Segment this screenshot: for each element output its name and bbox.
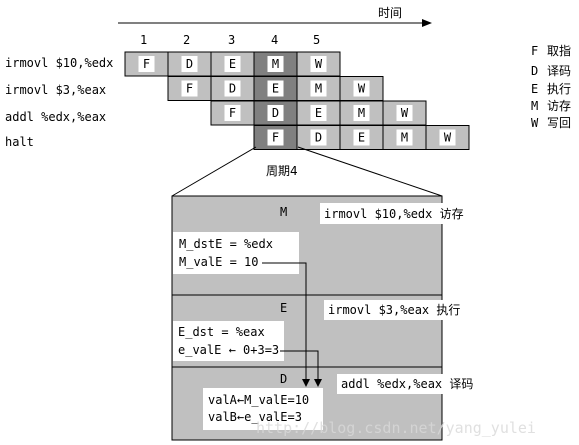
decode-stage-tag: addl %edx,%eax 译码	[341, 377, 473, 391]
legend-desc-W: 写回	[547, 116, 571, 130]
stage-label-box	[353, 129, 370, 146]
memory-stage-tag-box	[320, 203, 468, 224]
stage-label-box	[224, 56, 241, 72]
decode-stage-letter: D	[280, 372, 287, 386]
cycle-label: 周期4	[266, 164, 298, 178]
stage-label: E	[272, 82, 279, 96]
stage-label-box	[310, 80, 327, 97]
memory-stage-box	[173, 232, 299, 274]
stage-label-box	[267, 105, 284, 121]
stage-label-box	[396, 105, 413, 121]
stage-label-box	[267, 129, 284, 146]
cycle-tick-2: 2	[183, 33, 190, 47]
stage-label: F	[229, 106, 236, 120]
decode-stage-line: valA←M_valE=10	[208, 393, 309, 407]
execute-stage-line: e_valE ← 0+3=3	[178, 343, 279, 357]
stage-label-box	[396, 129, 413, 146]
instruction-label: irmovl $3,%eax	[5, 83, 106, 97]
time-axis: 时间 1 2 3 4 5	[118, 6, 432, 47]
memory-stage-line: M_valE = 10	[179, 255, 258, 269]
cycle-tick-4: 4	[271, 33, 278, 47]
decode-stage-line: valB←e_valE=3	[208, 410, 302, 424]
cycle-detail-panel: M irmovl $10,%edx 访存 M_dstE = %edx M_val…	[171, 195, 477, 441]
decode-stage-box	[203, 388, 323, 430]
stage-label-box	[310, 56, 327, 72]
stage-label: D	[272, 106, 279, 120]
legend-key-F: F	[531, 44, 538, 58]
memory-stage-line: M_dstE = %edx	[179, 237, 273, 251]
decode-stage-tag-box	[337, 374, 477, 394]
cycle-tick-5: 5	[313, 33, 320, 47]
forward-e-valE-arrow-icon	[314, 379, 322, 387]
stage-label: E	[229, 57, 236, 71]
stage-label: M	[358, 106, 365, 120]
stage-label-box	[138, 56, 155, 72]
stage-label-box	[310, 105, 327, 121]
memory-stage-letter: M	[280, 205, 287, 219]
execute-stage-box	[173, 321, 284, 361]
execute-stage-line: E_dst = %eax	[178, 325, 265, 339]
memory-stage-tag: irmovl $10,%edx 访存	[324, 207, 464, 221]
stage-label-box	[353, 80, 370, 97]
stage-label: W	[315, 57, 323, 71]
legend-desc-M: 访存	[547, 99, 571, 113]
stage-label: D	[229, 82, 236, 96]
cycle-tick-3: 3	[228, 33, 235, 47]
watermark: http://blog.csdn.net/yang_yulei	[256, 419, 536, 437]
stage-label: W	[401, 106, 409, 120]
forward-e-valE-path	[280, 350, 319, 382]
stage-label: D	[315, 131, 322, 145]
stage-label: F	[143, 57, 150, 71]
execute-stage-tag-box	[324, 300, 464, 320]
stage-label-box	[310, 129, 327, 146]
stage-label: M	[401, 131, 408, 145]
stage-label: E	[315, 106, 322, 120]
stage-label: M	[315, 82, 322, 96]
zoom-line-left	[171, 146, 257, 197]
legend-key-M: M	[531, 99, 538, 113]
stage-label-box	[439, 129, 456, 146]
cycle-tick-1: 1	[140, 33, 147, 47]
legend-desc-E: 执行	[547, 82, 571, 96]
execute-stage-tag: irmovl $3,%eax 执行	[328, 303, 460, 317]
stage-legend: F 取指 D 译码 E 执行 M 访存 W 写回	[531, 43, 571, 130]
stage-label: F	[272, 131, 279, 145]
stage-label-box	[181, 56, 198, 72]
instruction-label: irmovl $10,%edx	[5, 56, 113, 70]
stage-label: E	[358, 131, 365, 145]
stage-label: D	[186, 57, 193, 71]
stage-label-box	[224, 105, 241, 121]
stage-label: M	[272, 57, 279, 71]
stage-label: F	[186, 82, 193, 96]
instruction-labels: irmovl $10,%edx irmovl $3,%eax addl %edx…	[5, 56, 113, 149]
stage-label-box	[267, 80, 284, 97]
stage-label-box	[353, 105, 370, 121]
stage-label-box	[181, 80, 198, 97]
instruction-label: halt	[5, 135, 34, 149]
stage-label-box	[224, 80, 241, 97]
legend-key-D: D	[531, 64, 538, 78]
forward-m-valE-path	[262, 262, 307, 382]
stage-label: W	[444, 131, 452, 145]
instruction-label: addl %edx,%eax	[5, 110, 106, 124]
time-axis-label: 时间	[378, 6, 402, 20]
legend-key-E: E	[531, 82, 538, 96]
legend-key-W: W	[531, 116, 539, 130]
legend-desc-D: 译码	[547, 64, 571, 78]
zoom-line-right	[297, 146, 443, 197]
forward-m-valE-arrow-icon	[302, 379, 310, 387]
legend-desc-F: 取指	[547, 43, 571, 58]
time-axis-arrow-icon	[422, 19, 432, 27]
stage-label-box	[267, 56, 284, 72]
stage-label: W	[358, 82, 366, 96]
execute-stage-letter: E	[280, 301, 287, 315]
